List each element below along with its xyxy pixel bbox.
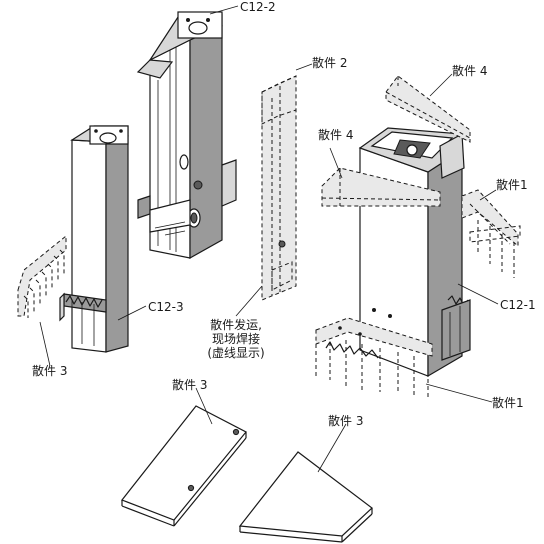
label-part2: 散件 2 <box>312 56 348 70</box>
part1-bottom-dashed <box>315 317 433 398</box>
note-line-1: 散件发运, <box>210 318 262 332</box>
label-c12-2: C12-2 <box>240 0 276 14</box>
label-part3-left: 散件 3 <box>32 364 68 378</box>
part2-panel-dashed <box>261 75 297 301</box>
label-c12-3: C12-3 <box>148 300 184 314</box>
label-part1-right: 散件1 <box>496 178 528 192</box>
note-shipping: 散件发运, 现场焊接 (虚线显示) <box>196 318 276 360</box>
note-line-3: (虚线显示) <box>207 346 265 360</box>
label-part1-bottom: 散件1 <box>492 396 524 410</box>
part3-plate-left <box>121 405 247 527</box>
part4-top-dashed <box>385 75 471 143</box>
column-c12-2 <box>136 11 237 260</box>
note-line-2: 现场焊接 <box>211 332 260 346</box>
part1-right-dashed <box>461 189 521 278</box>
column-c12-3 <box>17 125 129 353</box>
leader-lines <box>39 5 499 473</box>
column-c12-1 <box>315 127 521 398</box>
part3-ladder-dashed <box>17 234 67 318</box>
part3-plate-right <box>238 451 373 543</box>
label-c12-1: C12-1 <box>500 298 536 312</box>
label-part4-top: 散件 4 <box>452 64 488 78</box>
label-part4-middle: 散件 4 <box>318 128 354 142</box>
part4-middle-dashed <box>321 167 441 207</box>
label-part3-bottom-left: 散件 3 <box>172 378 208 392</box>
label-part3-bottom-right: 散件 3 <box>328 414 364 428</box>
c12-3-bottom-teeth <box>59 292 107 346</box>
